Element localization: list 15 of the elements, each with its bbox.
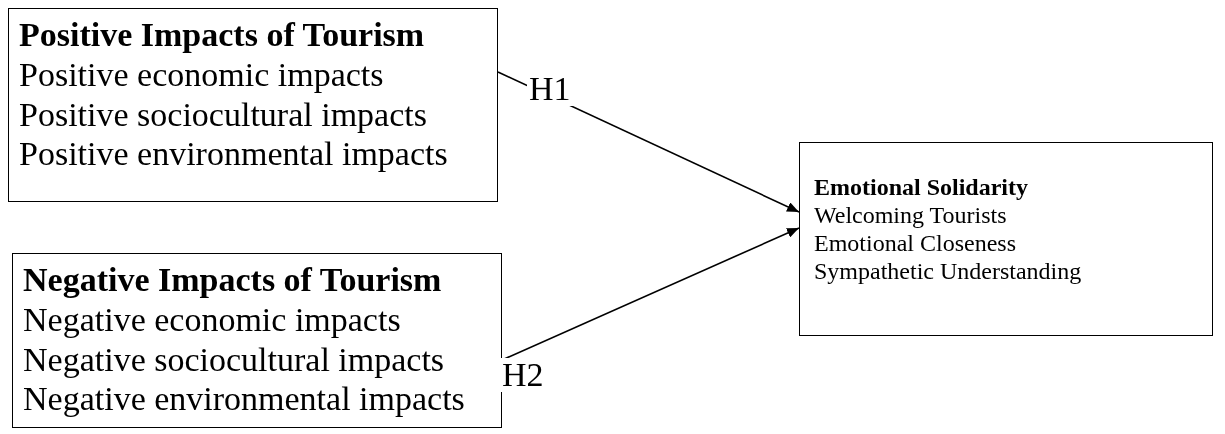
item-text: Welcoming Tourists xyxy=(814,201,1008,230)
box-heading: Negative Impacts of Tourism xyxy=(23,260,443,300)
concept-box xyxy=(12,253,502,428)
item-text: Negative sociocultural impacts xyxy=(23,339,446,380)
item-text: Emotional Closeness xyxy=(814,229,1017,258)
item-text: Negative economic impacts xyxy=(23,299,402,340)
concept-box xyxy=(8,8,498,202)
item-text: Positive economic impacts xyxy=(19,54,385,95)
box-heading: Positive Impacts of Tourism xyxy=(19,15,426,55)
concept-box xyxy=(799,142,1213,336)
item-text: Sympathetic Understanding xyxy=(814,257,1083,286)
item-text: Positive sociocultural impacts xyxy=(19,94,428,135)
item-text: Positive environmental impacts xyxy=(19,134,449,175)
box-heading: Emotional Solidarity xyxy=(814,173,1030,202)
item-text: Negative environmental impacts xyxy=(23,379,466,420)
